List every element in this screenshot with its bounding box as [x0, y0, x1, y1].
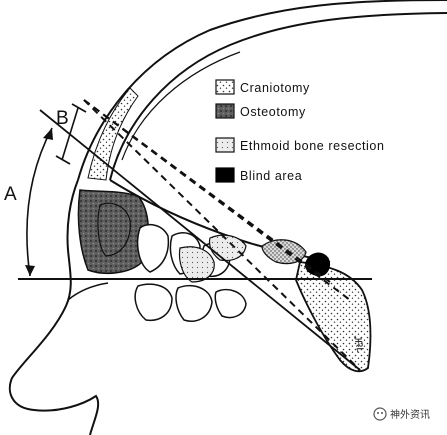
ethmoid-resection-region: [178, 246, 215, 283]
ethmoid-cells: [136, 223, 231, 278]
watermark: 神外资讯: [373, 407, 430, 421]
angle-b-tick-bottom: [55, 155, 71, 165]
skull-inner-table: [109, 12, 447, 181]
sella-turcica-outline: [261, 239, 307, 265]
legend-label-osteotomy: Osteotomy: [240, 105, 306, 119]
skull-outer-table: [77, 0, 447, 181]
legend-swatch-craniotomy: [215, 79, 235, 95]
osteotomy-region: [77, 189, 150, 275]
craniotomy-region: [87, 87, 139, 181]
frontal-sinus-outline: [97, 202, 131, 257]
legend-label-craniotomy: Craniotomy: [240, 81, 310, 95]
blind-area-region: [305, 252, 331, 277]
angle-b-line: [61, 107, 79, 161]
label-b: B: [56, 108, 69, 129]
legend-swatch-blind: [215, 167, 235, 183]
angle-a-arc: [26, 127, 53, 277]
watermark-text: 神外资讯: [390, 408, 430, 421]
clivus-region: [295, 260, 372, 373]
watermark-icon: [373, 407, 387, 421]
angle-a-arrow-top: [43, 128, 53, 140]
trajectory-line-2: [83, 99, 351, 301]
skull-inner-line: [121, 51, 241, 161]
solid-trajectory-line: [39, 109, 361, 371]
face-profile: [8, 179, 100, 435]
legend-label-blind: Blind area: [240, 169, 302, 183]
artist-signature: JRL: [351, 333, 366, 354]
paranasal-sinus-cells: [134, 283, 247, 322]
angle-a-arrow-bottom: [25, 265, 35, 276]
label-a: A: [4, 184, 17, 205]
legend-swatch-osteotomy: [215, 103, 235, 119]
skull-vault: [77, 0, 447, 181]
legend: Craniotomy Osteotomy Ethmoid bone resect…: [215, 79, 385, 183]
nasal-bone-line: [67, 282, 109, 301]
trajectory-line-3: [83, 99, 361, 371]
trajectory-lines: [83, 99, 361, 371]
legend-swatch-ethmoid: [215, 137, 235, 153]
angle-b-tick-top: [71, 103, 87, 113]
legend-label-ethmoid: Ethmoid bone resection: [240, 139, 385, 153]
